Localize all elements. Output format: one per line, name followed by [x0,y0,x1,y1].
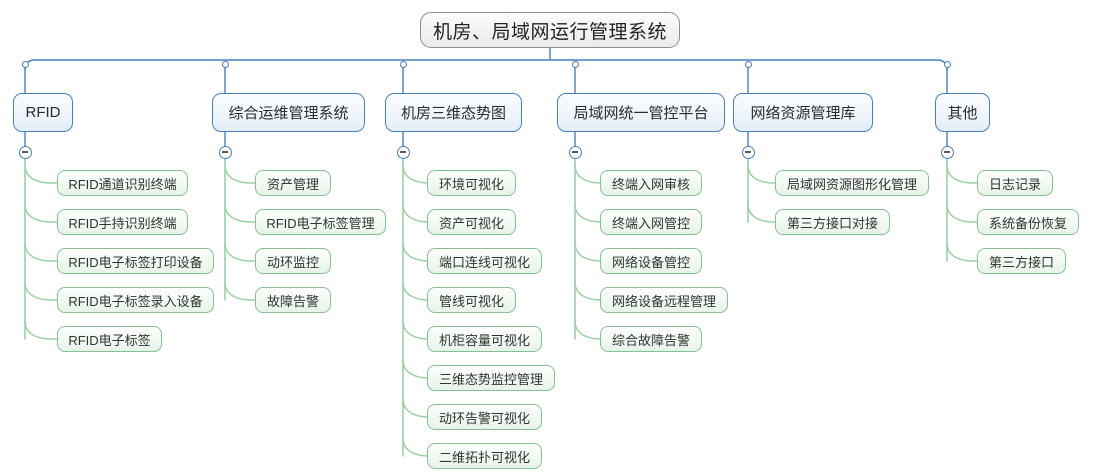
branch-node-1[interactable]: RFID [13,93,73,132]
leaf-node[interactable]: RFID电子标签 [57,326,162,352]
root-node[interactable]: 机房、局域网运行管理系统 [420,12,680,48]
branch-dot-icon[interactable] [744,61,752,68]
branch-dot-icon[interactable] [21,61,29,68]
leaf-node[interactable]: RFID电子标签录入设备 [57,287,214,313]
branch-dot-icon[interactable] [943,61,951,68]
leaf-node[interactable]: 资产可视化 [427,209,516,235]
leaf-node[interactable]: 动环告警可视化 [427,404,542,430]
leaf-node[interactable]: 终端入网管控 [600,209,702,235]
branch-dot-icon[interactable] [571,61,579,68]
leaf-node[interactable]: 环境可视化 [427,170,516,196]
leaf-node[interactable]: 系统备份恢复 [977,209,1079,235]
branch-dot-icon[interactable] [399,61,407,68]
collapse-toggle-icon[interactable] [568,145,582,159]
leaf-node[interactable]: 机柜容量可视化 [427,326,542,352]
leaf-node[interactable]: 故障告警 [255,287,331,313]
branch-node-4[interactable]: 局域网统一管控平台 [557,93,725,132]
branch-node-5[interactable]: 网络资源管理库 [733,93,873,132]
leaf-node[interactable]: 日志记录 [977,170,1053,196]
leaf-node[interactable]: 网络设备远程管理 [600,287,728,313]
leaf-node[interactable]: 第三方接口 [977,248,1066,274]
branch-node-3[interactable]: 机房三维态势图 [385,93,522,132]
collapse-toggle-icon[interactable] [218,145,232,159]
leaf-node[interactable]: RFID电子标签打印设备 [57,248,214,274]
collapse-toggle-icon[interactable] [940,145,954,159]
leaf-node[interactable]: 资产管理 [255,170,331,196]
leaf-node[interactable]: 三维态势监控管理 [427,365,555,391]
leaf-node[interactable]: 终端入网审核 [600,170,702,196]
leaf-node[interactable]: 第三方接口对接 [775,209,890,235]
collapse-toggle-icon[interactable] [18,145,32,159]
leaf-node[interactable]: 端口连线可视化 [427,248,542,274]
leaf-node[interactable]: RFID电子标签管理 [255,209,386,235]
leaf-node[interactable]: 动环监控 [255,248,331,274]
leaf-node[interactable]: 二维拓扑可视化 [427,443,542,469]
branch-node-6[interactable]: 其他 [935,93,990,132]
branch-dot-icon[interactable] [221,61,229,68]
leaf-node[interactable]: 局域网资源图形化管理 [775,170,929,196]
leaf-node[interactable]: RFID手持识别终端 [57,209,188,235]
leaf-node[interactable]: RFID通道识别终端 [57,170,188,196]
collapse-toggle-icon[interactable] [396,145,410,159]
leaf-node[interactable]: 管线可视化 [427,287,516,313]
collapse-toggle-icon[interactable] [741,145,755,159]
branch-node-2[interactable]: 综合运维管理系统 [212,93,365,132]
leaf-node[interactable]: 综合故障告警 [600,326,702,352]
leaf-node[interactable]: 网络设备管控 [600,248,702,274]
